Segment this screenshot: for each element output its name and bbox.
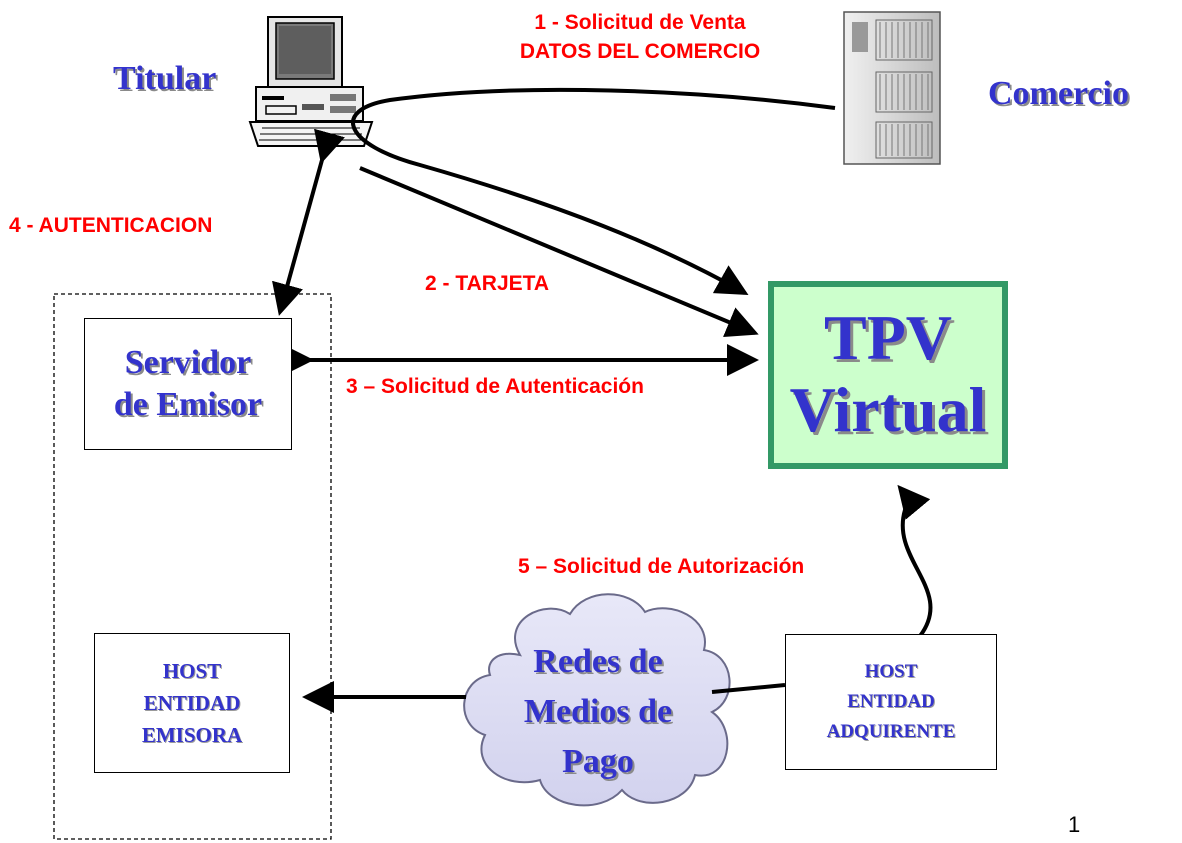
computer-icon	[248, 16, 374, 147]
flow-arrow-autenticacion-titular	[272, 128, 345, 316]
step-1-line2: DATOS DEL COMERCIO	[519, 40, 761, 63]
flow-arrow-tarjeta	[359, 166, 759, 337]
step-1-label: 1 - Solicitud de Venta DATOS DEL COMERCI…	[470, 8, 810, 66]
host-adquirente-line3: ADQUIRENTE	[826, 721, 956, 742]
redes-line2: Medios de	[523, 693, 673, 730]
flow-arrow-autorizacion	[897, 484, 933, 638]
host-emisora-line3: EMISORA	[141, 723, 243, 747]
step-3-label: 3 – Solicitud de Autenticación	[346, 375, 644, 398]
step-1-line1: 1 - Solicitud de Venta	[534, 11, 746, 34]
tpv-virtual-box: TPV Virtual	[768, 281, 1008, 469]
redes-line3: Pago	[562, 743, 634, 780]
host-emisora-line2: ENTIDAD	[143, 691, 241, 715]
servidor-emisor-box: Servidor de Emisor	[84, 318, 292, 450]
redes-line1: Redes de	[533, 643, 663, 680]
tpv-line2: Virtual	[789, 374, 987, 445]
host-adquirente-box: HOST ENTIDAD ADQUIRENTE	[785, 634, 997, 770]
step-4-label: 4 - AUTENTICACION	[9, 214, 213, 237]
servidor-line2: de Emisor	[113, 386, 263, 423]
flow-line-adquirente-redes	[711, 683, 786, 694]
host-adquirente-line1: HOST	[864, 661, 918, 682]
server-icon	[843, 11, 941, 165]
host-emisora-line1: HOST	[162, 659, 222, 683]
issuer-domain-frame	[53, 293, 332, 840]
step-2-label: 2 - TARJETA	[425, 272, 550, 295]
step-5-label: 5 – Solicitud de Autorización	[518, 555, 805, 578]
flow-line-solicitud-venta	[351, 87, 836, 295]
host-emisora-box: HOST ENTIDAD EMISORA	[94, 633, 290, 773]
tpv-line1: TPV	[824, 302, 952, 373]
servidor-line1: Servidor	[124, 344, 252, 381]
comercio-label: Comercio	[988, 75, 1129, 112]
page-number: 1	[1068, 812, 1081, 837]
redes-label: Redes de Medios de Pago	[478, 632, 718, 792]
host-adquirente-line2: ENTIDAD	[847, 691, 935, 712]
titular-label: Titular	[113, 60, 217, 97]
payment-network-cloud	[463, 593, 731, 807]
